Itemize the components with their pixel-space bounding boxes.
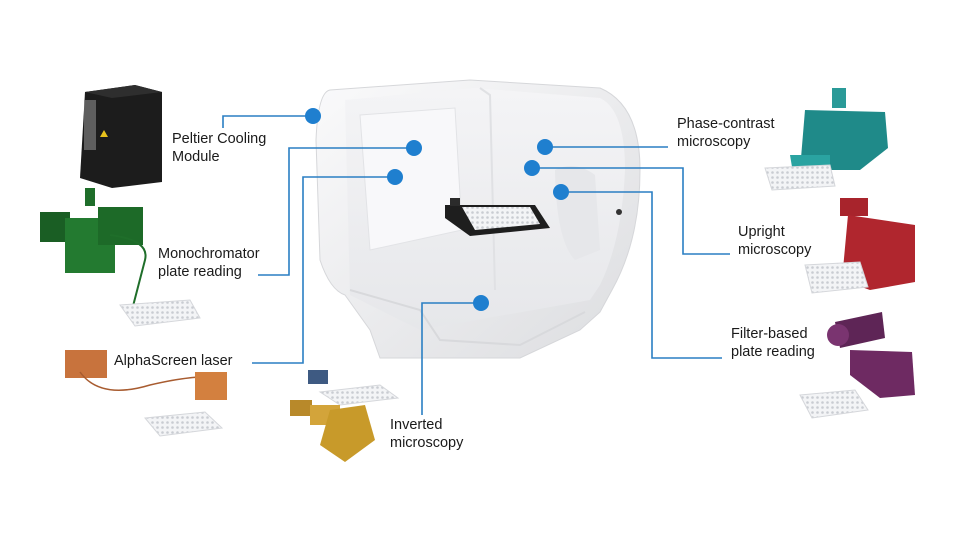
phase-contrast-module-illustration <box>764 88 888 191</box>
alphascreen-module-illustration <box>65 350 227 437</box>
hotspot-phase-contrast[interactable] <box>537 139 553 155</box>
hotspot-alphascreen[interactable] <box>387 169 403 185</box>
hotspot-filter[interactable] <box>553 184 569 200</box>
connector-peltier <box>222 115 313 128</box>
instrument-housing <box>315 79 641 359</box>
label-phase-contrast: Phase-contrast microscopy <box>677 116 775 150</box>
monochromator-module-illustration <box>40 188 201 327</box>
label-inverted: Inverted microscopy <box>390 417 464 451</box>
label-filter: Filter-based plate reading <box>731 326 815 360</box>
connector-monochromator <box>258 147 414 276</box>
hotspot-inverted[interactable] <box>473 295 489 311</box>
filter-module-illustration <box>799 312 915 419</box>
connector-filter <box>561 191 722 359</box>
connector-lines <box>222 115 730 415</box>
peltier-module-illustration <box>80 85 162 188</box>
label-peltier: Peltier Cooling Module <box>172 131 267 165</box>
connector-upright <box>532 167 730 255</box>
hotspot-upright[interactable] <box>524 160 540 176</box>
upright-module-illustration <box>804 198 915 294</box>
hotspot-peltier[interactable] <box>305 108 321 124</box>
label-alphascreen: AlphaScreen laser <box>114 353 233 369</box>
label-monochromator: Monochromator plate reading <box>158 246 260 280</box>
inverted-module-illustration <box>290 370 400 462</box>
hotspot-monochromator[interactable] <box>406 140 422 156</box>
label-upright: Upright microscopy <box>738 224 812 258</box>
connector-alphascreen <box>252 176 395 364</box>
connector-inverted <box>421 302 481 415</box>
